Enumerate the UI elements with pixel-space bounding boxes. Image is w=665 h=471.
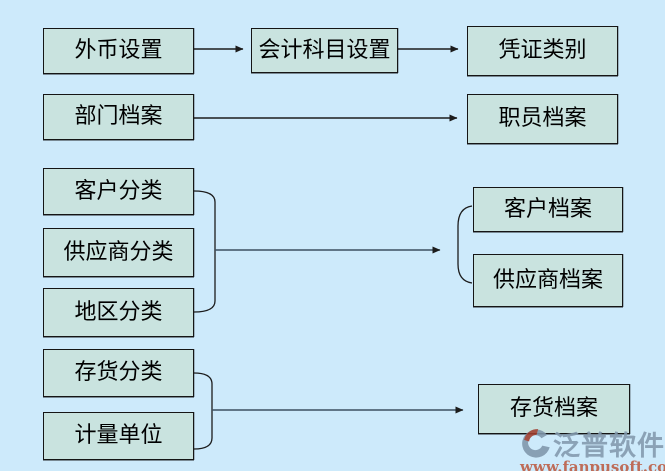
node-label: 存货分类 [74,360,163,385]
node-supplier-archive: 供应商档案 [473,254,623,307]
node-department-archive: 部门档案 [43,94,194,140]
node-inventory-archive: 存货档案 [478,384,630,434]
fanpu-logo-icon [522,428,550,458]
node-label: 外币设置 [74,38,163,63]
node-label: 地区分类 [74,299,163,325]
bracket-archives-split [457,205,473,284]
node-label: 职员档案 [498,106,587,131]
node-label: 部门档案 [74,104,163,129]
watermark: 泛普软件 www.fanpusoft.com [520,424,665,471]
node-label: 客户分类 [74,178,163,204]
node-label: 凭证类别 [498,38,587,63]
node-label: 计量单位 [74,423,163,448]
bracket-classification-group [193,190,216,313]
node-customer-archive: 客户档案 [473,187,623,232]
node-accounting-subject-settings: 会计科目设置 [251,28,398,73]
node-staff-archive: 职员档案 [467,94,618,144]
node-label: 存货档案 [509,396,598,421]
bracket-inventory-group [193,372,213,450]
node-region-category: 地区分类 [43,288,194,337]
node-label: 供应商分类 [63,239,174,265]
node-measurement-unit: 计量单位 [43,412,194,460]
node-label: 客户档案 [503,196,592,222]
node-voucher-category: 凭证类别 [467,26,618,76]
node-label: 供应商档案 [492,267,603,293]
node-customer-category: 客户分类 [43,168,194,215]
node-label: 会计科目设置 [258,37,391,63]
node-inventory-category: 存货分类 [43,349,194,397]
node-foreign-currency-settings: 外币设置 [43,28,194,74]
watermark-url-text: www.fanpusoft.com [520,458,665,471]
watermark-brand-text: 泛普软件 [553,431,665,462]
node-supplier-category: 供应商分类 [43,228,194,277]
